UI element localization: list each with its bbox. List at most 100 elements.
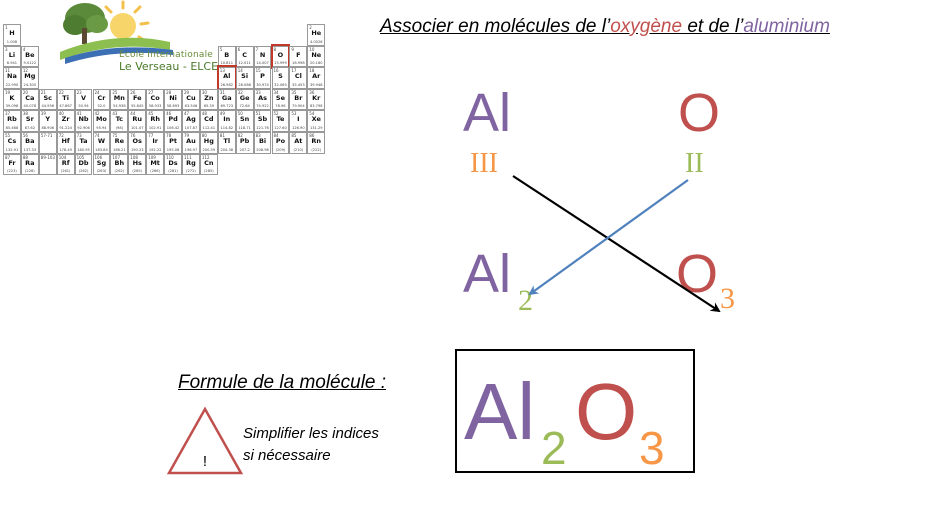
element-number: 29	[184, 89, 190, 95]
element-number: 3	[5, 46, 8, 52]
element-symbol: Pt	[169, 137, 177, 145]
element-mass: 102.91	[148, 125, 162, 130]
hill-shape	[60, 37, 170, 60]
element-symbol: Re	[114, 137, 125, 145]
arrow-al-valence-to-o-index	[512, 175, 721, 313]
logo-line-1: Ecole Internationale	[119, 50, 214, 60]
element-number: 84	[273, 133, 279, 138]
element-mass: (261)	[60, 169, 71, 174]
element-symbol: Al	[223, 72, 231, 81]
element-number: 54	[309, 111, 315, 117]
element-mass: (272)	[186, 169, 196, 174]
element-symbol: Sc	[43, 93, 53, 102]
element-mass: (266)	[150, 169, 160, 174]
element-mass: 52.0	[97, 104, 106, 109]
element-symbol: P	[260, 72, 265, 81]
element-mass: 88.906	[41, 125, 55, 130]
element-number: 14	[237, 68, 243, 74]
element-number: 86	[309, 133, 315, 138]
element-number: 11	[5, 68, 11, 74]
element-mass: 183.84	[95, 147, 108, 152]
element-cell: 57-71	[38, 132, 57, 154]
element-number: 108	[130, 154, 138, 160]
element-number: 47	[184, 111, 190, 117]
element-symbol: Cs	[7, 137, 17, 145]
element-number: 112	[201, 154, 210, 160]
element-mass: 12.011	[238, 61, 251, 66]
element-symbol: I	[297, 115, 300, 124]
element-symbol: H	[9, 29, 15, 37]
element-number: 107	[112, 154, 121, 160]
element-mass: 18.998	[292, 61, 305, 66]
element-number: 39	[40, 111, 46, 117]
element-number: 31	[219, 89, 225, 95]
element-mass: 137.33	[23, 147, 37, 152]
element-symbol: Ti	[62, 93, 69, 102]
element-mass: 118.71	[238, 125, 251, 130]
element-number: 43	[112, 111, 118, 117]
formula-al-index: 2	[541, 422, 567, 474]
element-number: 89-103	[40, 154, 55, 160]
element-number: 79	[184, 133, 190, 138]
element-number: 20	[22, 89, 28, 95]
element-number: 28	[166, 89, 172, 95]
element-number: 17	[291, 68, 297, 74]
element-number: 104	[58, 154, 67, 160]
element-symbol: Zn	[204, 93, 214, 102]
element-number: 33	[255, 89, 261, 95]
element-symbol: Pb	[239, 137, 250, 145]
element-mass: 78.96	[275, 104, 286, 109]
element-number: 51	[255, 111, 261, 117]
element-symbol: Ar	[312, 72, 321, 81]
element-symbol: S	[278, 72, 283, 81]
element-number: 110	[166, 154, 174, 160]
element-mass: (210)	[293, 147, 304, 152]
element-mass: 200.59	[202, 147, 216, 152]
element-number: 19	[5, 89, 11, 95]
element-symbol: Li	[8, 50, 16, 59]
element-symbol: Bi	[258, 137, 267, 145]
element-symbol: Nb	[78, 115, 89, 124]
element-mass: 95.94	[96, 125, 107, 130]
element-symbol: Bh	[114, 158, 125, 167]
element-number: 4	[22, 46, 26, 52]
element-number: 80	[201, 133, 207, 138]
element-number: 10	[309, 46, 315, 52]
element-symbol: Rn	[311, 137, 322, 145]
element-symbol: Ra	[25, 158, 35, 167]
element-number: 24	[94, 89, 100, 95]
element-number: 57-71	[40, 133, 53, 138]
element-number: 50	[237, 111, 243, 117]
element-number: 83	[255, 133, 261, 138]
element-symbol: Na	[7, 72, 17, 81]
element-number: 8	[273, 46, 277, 52]
element-number: 5	[219, 46, 223, 52]
element-mass: 178.49	[59, 147, 72, 152]
element-number: 52	[273, 111, 279, 117]
element-symbol: Cu	[186, 93, 196, 102]
element-mass: (223)	[7, 169, 17, 174]
element-symbol: Os	[132, 137, 142, 145]
element-symbol: Be	[25, 50, 35, 59]
element-mass: 107.87	[184, 125, 198, 130]
